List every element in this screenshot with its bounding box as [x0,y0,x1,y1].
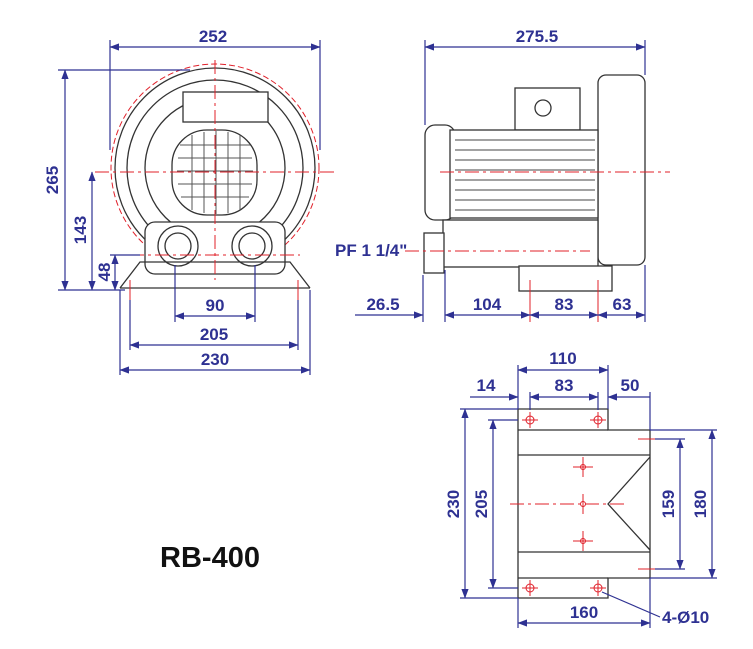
dim-252: 252 [199,27,227,46]
front-view [95,60,335,300]
dim-14: 14 [477,376,496,395]
dim-83-plate: 83 [555,376,574,395]
dim-143: 143 [71,216,90,244]
dim-110: 110 [549,349,576,368]
dim-275-5: 275.5 [516,27,559,46]
port-thread-label: PF 1 1/4" [335,241,407,260]
dim-180: 180 [691,490,710,518]
dim-205-plate: 205 [472,490,491,518]
side-dimensions: 275.5 PF 1 1/4" 26.5 104 83 63 [335,27,646,322]
dim-205: 205 [200,325,228,344]
dim-26-5: 26.5 [366,295,399,314]
dim-160: 160 [570,603,598,622]
dim-159: 159 [659,490,678,518]
dim-48: 48 [95,263,114,282]
dim-90: 90 [206,296,225,315]
dim-83-side: 83 [555,295,574,314]
base-plate-dimensions: 110 14 83 50 230 205 159 180 160 4-Ø10 [444,349,717,628]
front-dimensions: 252 265 143 48 90 205 230 [43,27,321,375]
dim-104: 104 [473,295,502,314]
side-view [405,74,670,292]
base-plate-view [510,408,656,599]
dim-265: 265 [43,166,62,194]
dim-230: 230 [201,350,229,369]
dim-230-plate: 230 [444,490,463,518]
holes-label: 4-Ø10 [662,608,709,627]
dim-63: 63 [613,295,632,314]
model-title: RB-400 [160,542,260,574]
dim-50: 50 [621,376,640,395]
